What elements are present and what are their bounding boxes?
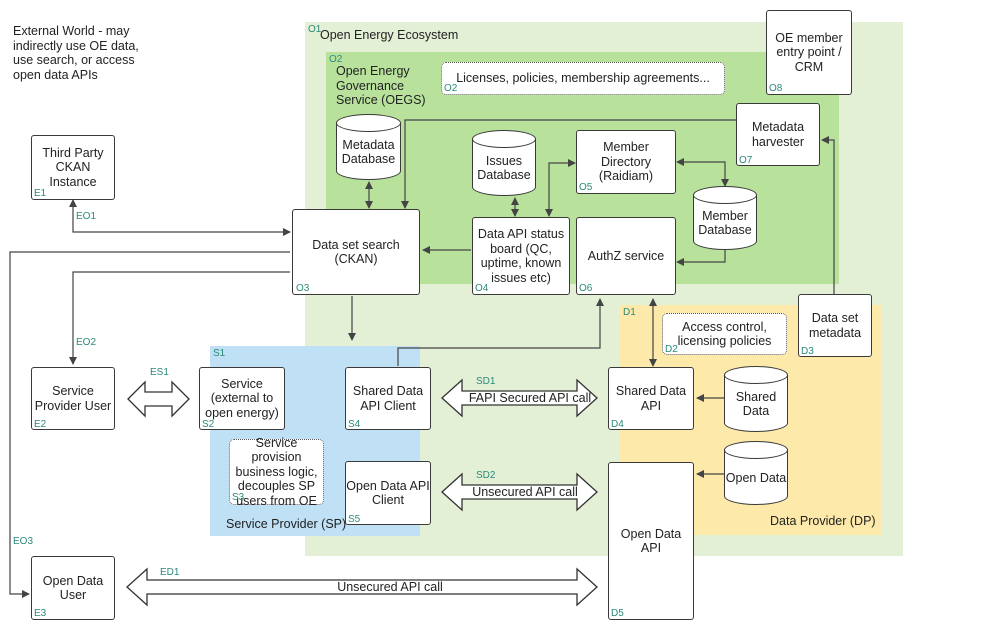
box-s5-text: Open Data API Client [346,478,430,508]
box-o5-text: Member Directory (Raidiam) [598,140,654,184]
code-ed1: ED1 [160,567,180,578]
box-member-directory: Member Directory (Raidiam) [576,130,676,194]
box-data-set-search: Data set search (CKAN) [292,209,420,295]
box-o3-text: Data set search (CKAN) [312,237,400,267]
box-open-data-user: Open Data User [31,556,115,620]
box-d3-code: D3 [801,346,814,357]
note-access-control: Access control, licensing policies [662,313,787,355]
box-e2-text: Service Provider User [34,384,112,413]
box-service-provider-user: Service Provider User [31,367,115,430]
box-shared-data-api-client: Shared Data API Client [345,367,431,430]
box-o8-text: OE member entry point / CRM [775,30,843,74]
code-eo3: EO3 [13,536,34,547]
code-sd2: SD2 [476,470,496,481]
box-data-api-status: Data API status board (QC, uptime, known… [472,217,570,295]
box-open-data-api-client: Open Data API Client [345,461,431,525]
box-third-party-ckan: Third Party CKAN Instance [31,135,115,200]
box-o6-text: AuthZ service [587,248,665,263]
db-issues-label: Issues Database [477,153,531,183]
box-o4-text: Data API status board (QC, uptime, known… [477,227,565,285]
box-open-data-api: Open Data API [608,462,694,620]
connector-eo2 [69,271,290,365]
arrow-ed1-label: Unsecured API call [337,580,443,594]
db-metadata: Metadata Database [336,114,401,180]
box-data-set-metadata: Data set metadata [798,294,872,357]
code-sd1: SD1 [476,376,496,387]
connector-eo1 [69,199,291,236]
db-metadata-label: Metadata Database [341,137,396,167]
arrow-sd1-label: FAPI Secured API call [468,391,592,405]
box-s2-text: Service (external to open energy) [205,376,279,420]
region-s1-label: Service Provider (SP) [226,517,347,531]
box-oe-member-entry: OE member entry point / CRM [766,10,852,95]
box-d5-code: D5 [611,608,624,619]
note-s3-code: S3 [232,492,245,503]
box-s4-text: Shared Data API Client [352,384,424,413]
box-e3-text: Open Data User [42,573,104,603]
note-licenses-text: Licenses, policies, membership agreement… [456,71,710,86]
db-open-data-label: Open Data [725,470,787,485]
box-o6-code: O6 [579,283,593,294]
db-member: Member Database [693,186,757,250]
region-s1-code: S1 [213,348,226,359]
box-e1-text: Third Party CKAN Instance [42,145,104,189]
arrow-es1 [127,380,190,418]
external-world-text: External World - may indirectly use OE d… [13,24,139,82]
code-eo2: EO2 [76,337,97,348]
box-o3-code: O3 [296,283,310,294]
box-d4-text: Shared Data API [615,384,687,413]
region-d1-code: D1 [623,307,636,318]
box-o8-code: O8 [769,83,783,94]
arrow-ed1 [126,567,598,607]
note-service-provision: Service provision business logic, decoup… [229,436,324,508]
connector-o5-memberdb [676,158,729,187]
box-metadata-harvester: Metadata harvester [736,103,820,166]
arrow-sd2 [441,472,598,512]
region-o2-code: O2 [329,54,343,65]
box-e2-code: E2 [34,419,47,430]
box-d5-text: Open Data API [620,526,682,556]
box-o4-code: O4 [475,283,489,294]
box-service-external: Service (external to open energy) [199,367,285,430]
box-authz-service: AuthZ service [576,217,676,295]
connector-o4-o5 [545,159,576,217]
box-s5-code: S5 [348,514,361,525]
box-s4-code: S4 [348,419,361,430]
note-licenses-code: O2 [444,83,458,94]
note-d2-text: Access control, licensing policies [677,319,772,349]
arrow-sd2-label: Unsecured API call [472,485,578,499]
region-o1-code: O1 [308,24,322,35]
connector-memberdb-o6 [676,250,726,266]
db-shared-data: Shared Data [724,366,788,432]
box-d4-code: D4 [611,419,624,430]
region-o1-label: Open Energy Ecosystem [320,28,459,42]
arrow-sd1 [441,378,598,418]
connector-eo3 [9,251,290,598]
db-open-data: Open Data [724,441,788,505]
box-shared-data-api: Shared Data API [608,367,694,430]
box-o7-text: Metadata harvester [751,120,805,149]
region-d1-label: Data Provider (DP) [770,514,876,528]
box-o5-code: O5 [579,182,593,193]
note-s3-text: Service provision business logic, decoup… [235,435,318,508]
box-e1-code: E1 [34,188,47,199]
connector-o7-o3 [401,119,736,209]
note-d2-code: D2 [665,344,678,355]
box-s2-code: S2 [202,419,215,430]
note-licenses: Licenses, policies, membership agreement… [441,62,725,95]
box-o7-code: O7 [739,155,753,166]
db-issues: Issues Database [472,130,536,196]
box-e3-code: E3 [34,608,47,619]
box-d3-text: Data set metadata [808,311,862,340]
code-eo1: EO1 [76,211,97,222]
connector-s4-o6 [397,298,604,366]
db-member-label: Member Database [698,208,752,238]
connector-d3-o7 [821,136,835,294]
region-o2-label: Open Energy Governance Service (OEGS) [336,64,426,107]
db-shared-data-label: Shared Data [735,389,777,419]
code-es1: ES1 [150,367,169,378]
